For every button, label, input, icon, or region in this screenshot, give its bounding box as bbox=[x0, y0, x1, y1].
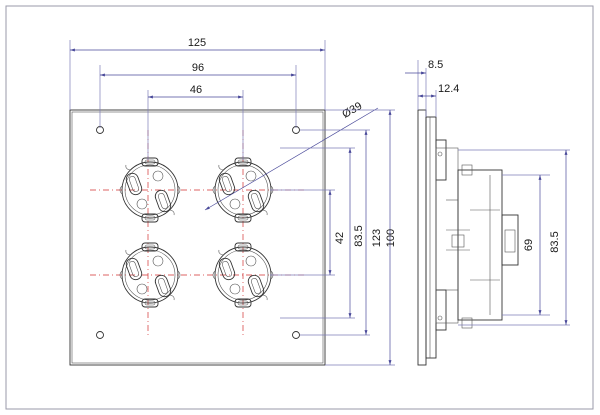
side-view: 8.5 12.4 69 83.5 bbox=[405, 59, 570, 366]
sheet-border bbox=[5, 5, 594, 410]
diameter-leader bbox=[204, 107, 379, 211]
socket-body bbox=[457, 169, 503, 321]
dim-width-outer-holes: 96 bbox=[192, 62, 204, 74]
dim-depth-plate: 12.4 bbox=[438, 83, 459, 95]
dim-diameter: Ø39 bbox=[340, 100, 364, 121]
frame-outline bbox=[69, 109, 326, 366]
screw-hole-bottom-right bbox=[292, 331, 300, 339]
dim-height-body: 69 bbox=[523, 239, 535, 251]
dim-height-socket-pitch: 42 bbox=[334, 232, 346, 244]
side-plate bbox=[425, 116, 437, 359]
screw-hole-bottom-left bbox=[96, 331, 104, 339]
dim-width-socket-pitch: 46 bbox=[190, 84, 202, 96]
dim-height-outer-side: 83.5 bbox=[549, 231, 561, 252]
dim-width-overall: 125 bbox=[188, 37, 206, 49]
plate-inner-outline bbox=[71, 111, 324, 364]
side-frame bbox=[417, 109, 427, 366]
dim-depth-front: 8.5 bbox=[428, 59, 443, 71]
front-view: 125 96 46 Ø39 42 83.5 123 100 bbox=[69, 37, 397, 366]
dim-height-inner: 100 bbox=[385, 229, 397, 247]
dim-height-frame: 123 bbox=[371, 229, 383, 247]
dim-height-outer-front: 83.5 bbox=[353, 225, 365, 246]
